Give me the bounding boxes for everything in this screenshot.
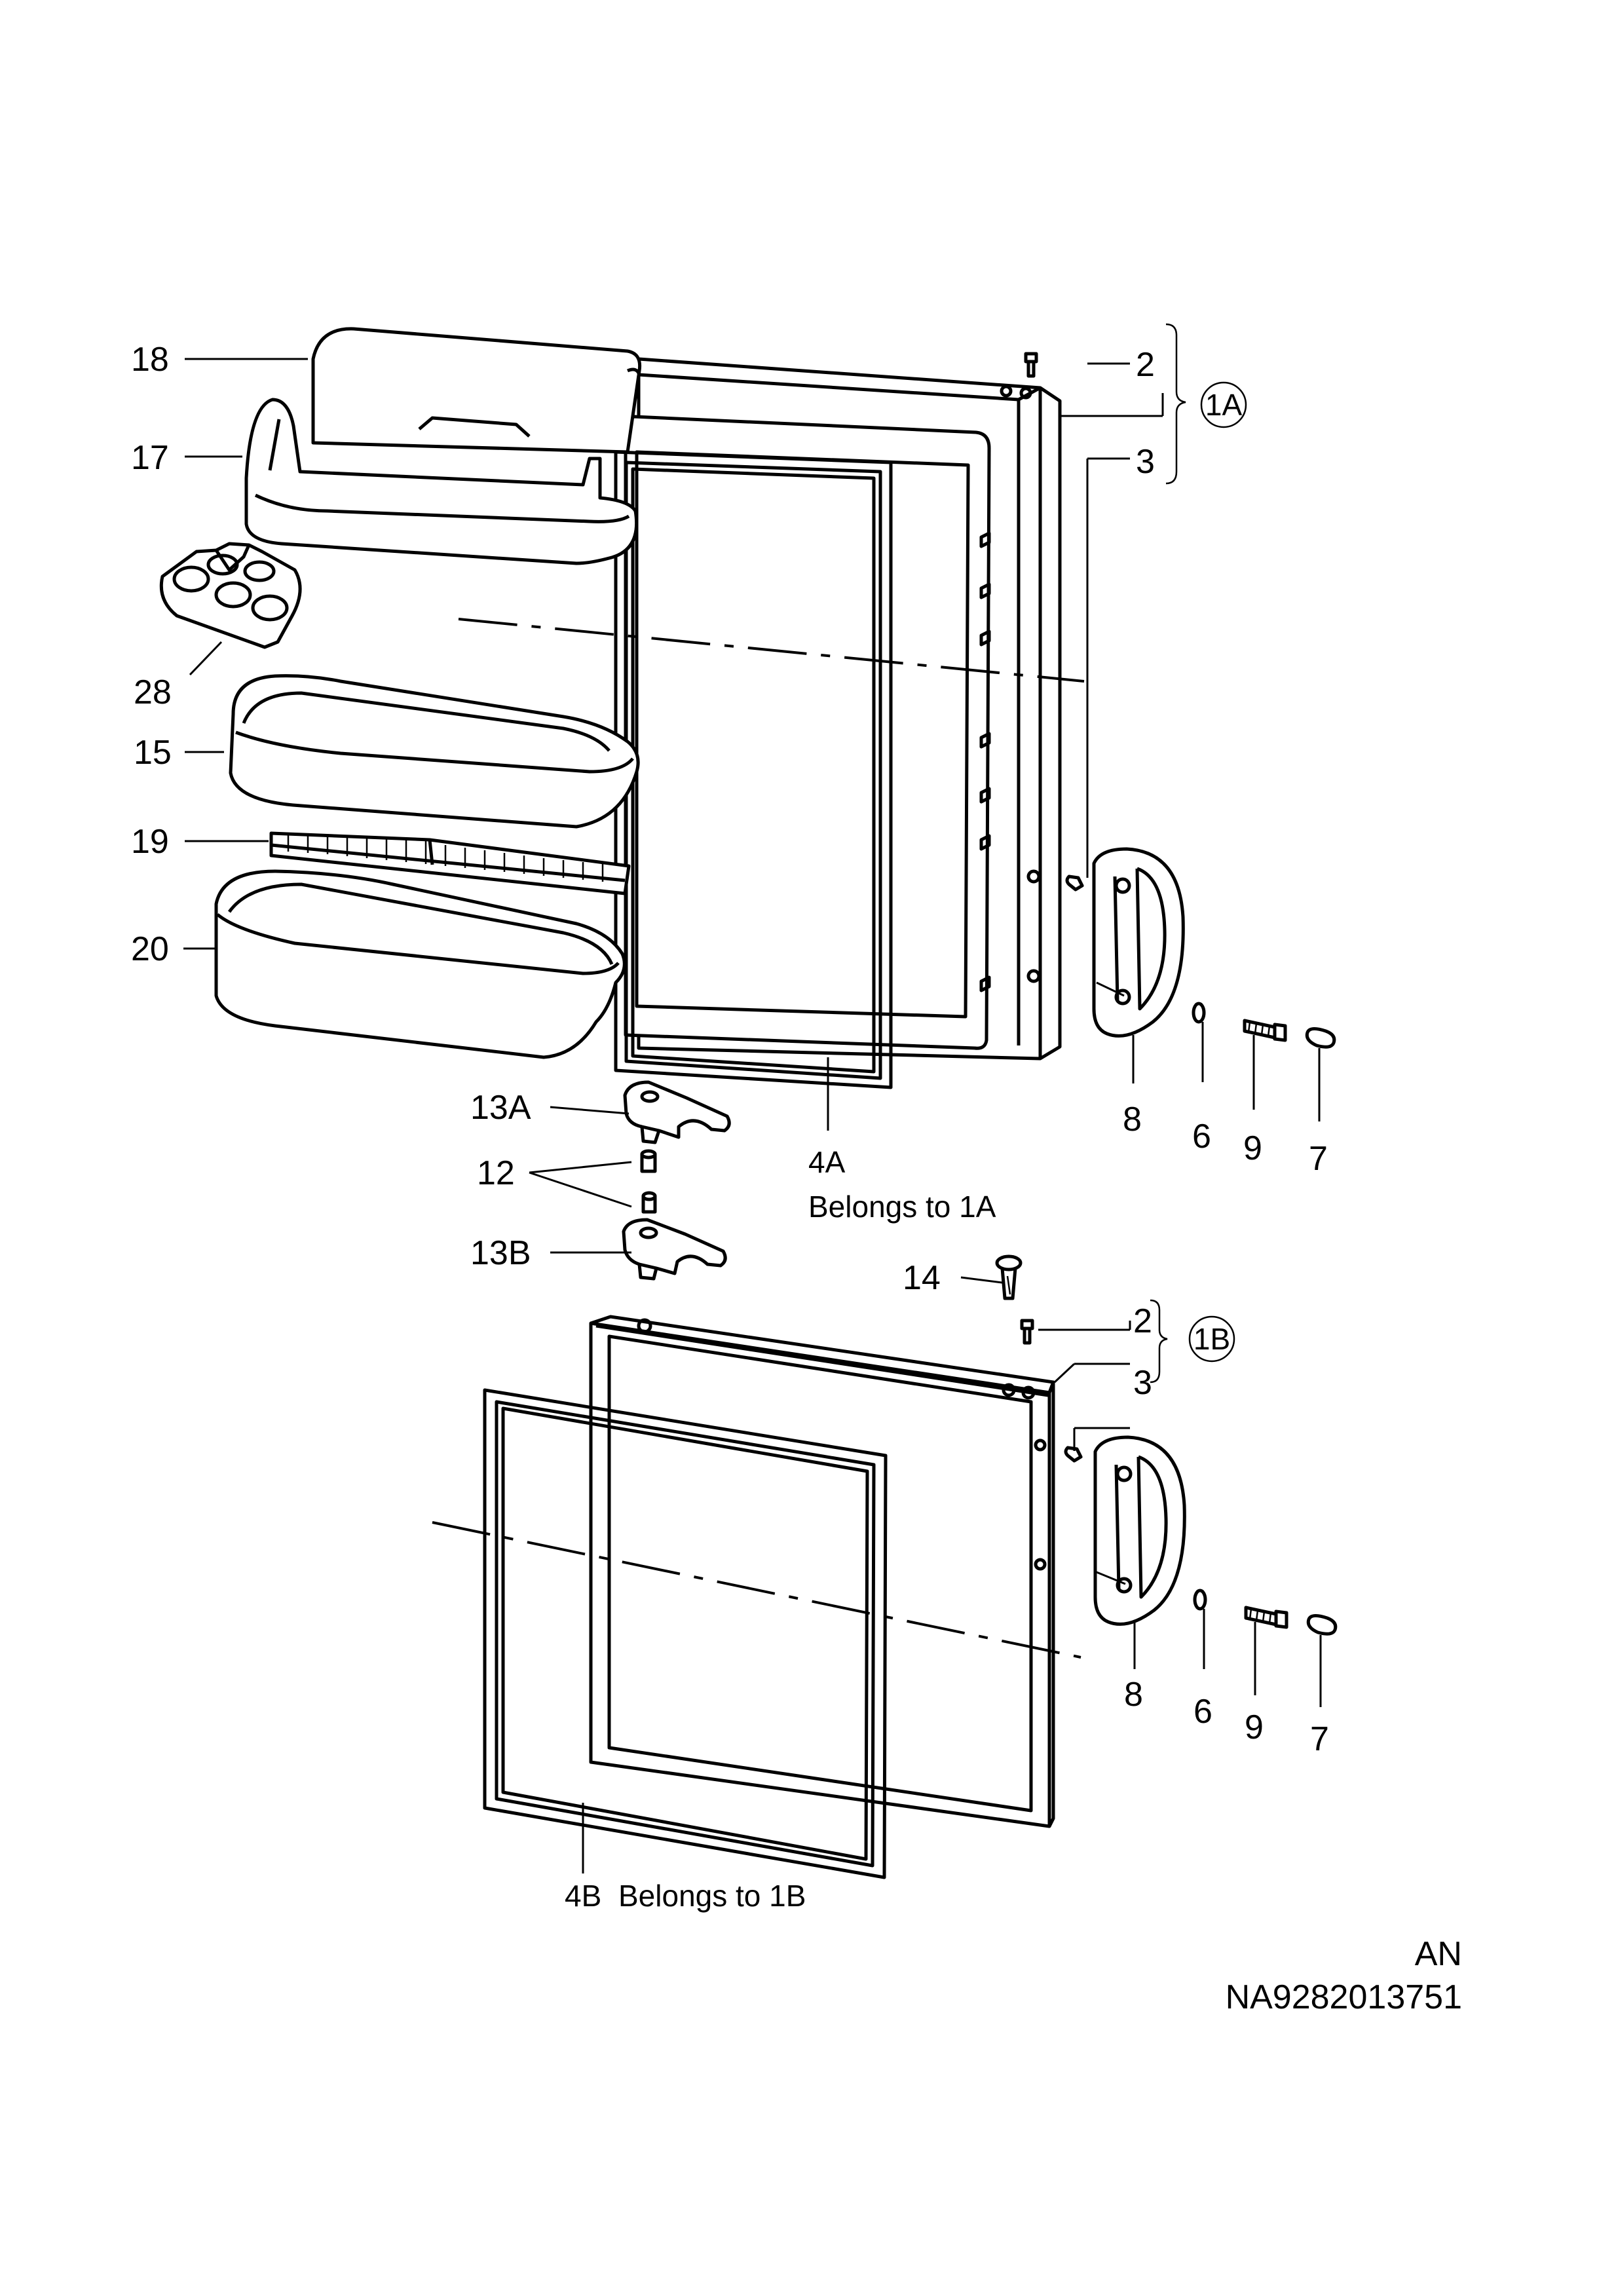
part-17-balcony xyxy=(244,398,639,565)
screw-2b xyxy=(1020,1319,1034,1345)
washer-6a xyxy=(1192,1002,1206,1024)
footer-number: NA9282013751 xyxy=(1226,1978,1462,2016)
part-28-egg-tray xyxy=(159,542,302,649)
label-3b: 3 xyxy=(1133,1364,1152,1402)
center-lines xyxy=(432,618,1085,1659)
cap-7a xyxy=(1305,1027,1336,1049)
label-15: 15 xyxy=(134,734,172,772)
label-14: 14 xyxy=(903,1259,941,1297)
pin-12-upper xyxy=(640,1149,657,1173)
label-13b: 13B xyxy=(470,1234,531,1272)
label-9b: 9 xyxy=(1245,1708,1264,1746)
leader-lines xyxy=(183,358,1322,1873)
label-12: 12 xyxy=(477,1154,515,1192)
label-1b: 1B xyxy=(1193,1322,1230,1356)
pin-14 xyxy=(995,1254,1023,1300)
label-28: 28 xyxy=(134,673,172,711)
washer-6b xyxy=(1193,1589,1207,1611)
footer-code: AN xyxy=(1415,1935,1462,1973)
brace-1a xyxy=(1165,323,1186,485)
label-18: 18 xyxy=(131,341,169,379)
label-7b: 7 xyxy=(1310,1720,1329,1758)
label-4a: 4A xyxy=(808,1145,846,1179)
label-4b-note: Belongs to 1B xyxy=(618,1879,806,1913)
group-1a-circle xyxy=(1200,381,1247,428)
group-1b-circle xyxy=(1188,1315,1235,1363)
handle-8a xyxy=(1092,847,1185,1038)
lower-door-1b xyxy=(589,1315,1055,1828)
label-3a: 3 xyxy=(1136,443,1155,481)
hinge-13b xyxy=(622,1218,727,1281)
brace-1b xyxy=(1150,1299,1168,1383)
cap-7b xyxy=(1306,1614,1338,1636)
label-1a: 1A xyxy=(1205,388,1243,422)
gasket-4b xyxy=(483,1388,888,1879)
label-9a: 9 xyxy=(1243,1129,1262,1167)
screw-3a xyxy=(1065,875,1084,892)
screw-9a xyxy=(1243,1019,1287,1042)
label-8b: 8 xyxy=(1124,1676,1143,1714)
screw-3b xyxy=(1064,1446,1083,1463)
label-8a: 8 xyxy=(1123,1101,1142,1139)
part-20-balcony xyxy=(214,869,626,1059)
upper-door-1a xyxy=(623,357,1062,1061)
label-7a: 7 xyxy=(1309,1140,1328,1178)
label-2a: 2 xyxy=(1136,346,1155,384)
label-17: 17 xyxy=(131,439,169,477)
label-2b: 2 xyxy=(1133,1302,1152,1340)
label-4b: 4B xyxy=(565,1879,601,1913)
label-19: 19 xyxy=(131,823,169,861)
label-6a: 6 xyxy=(1192,1118,1211,1156)
hinge-13a xyxy=(623,1080,731,1144)
label-20: 20 xyxy=(131,930,169,968)
part-19-shelf xyxy=(269,831,631,895)
label-13a: 13A xyxy=(470,1089,531,1127)
screw-9b xyxy=(1244,1606,1288,1629)
label-6b: 6 xyxy=(1193,1693,1212,1731)
part-15-balcony xyxy=(229,674,640,829)
part-18-lid xyxy=(311,327,642,454)
screw-2a xyxy=(1024,352,1038,378)
handle-8b xyxy=(1093,1435,1186,1626)
label-4a-note: Belongs to 1A xyxy=(808,1190,996,1224)
pin-12-lower xyxy=(641,1191,657,1214)
